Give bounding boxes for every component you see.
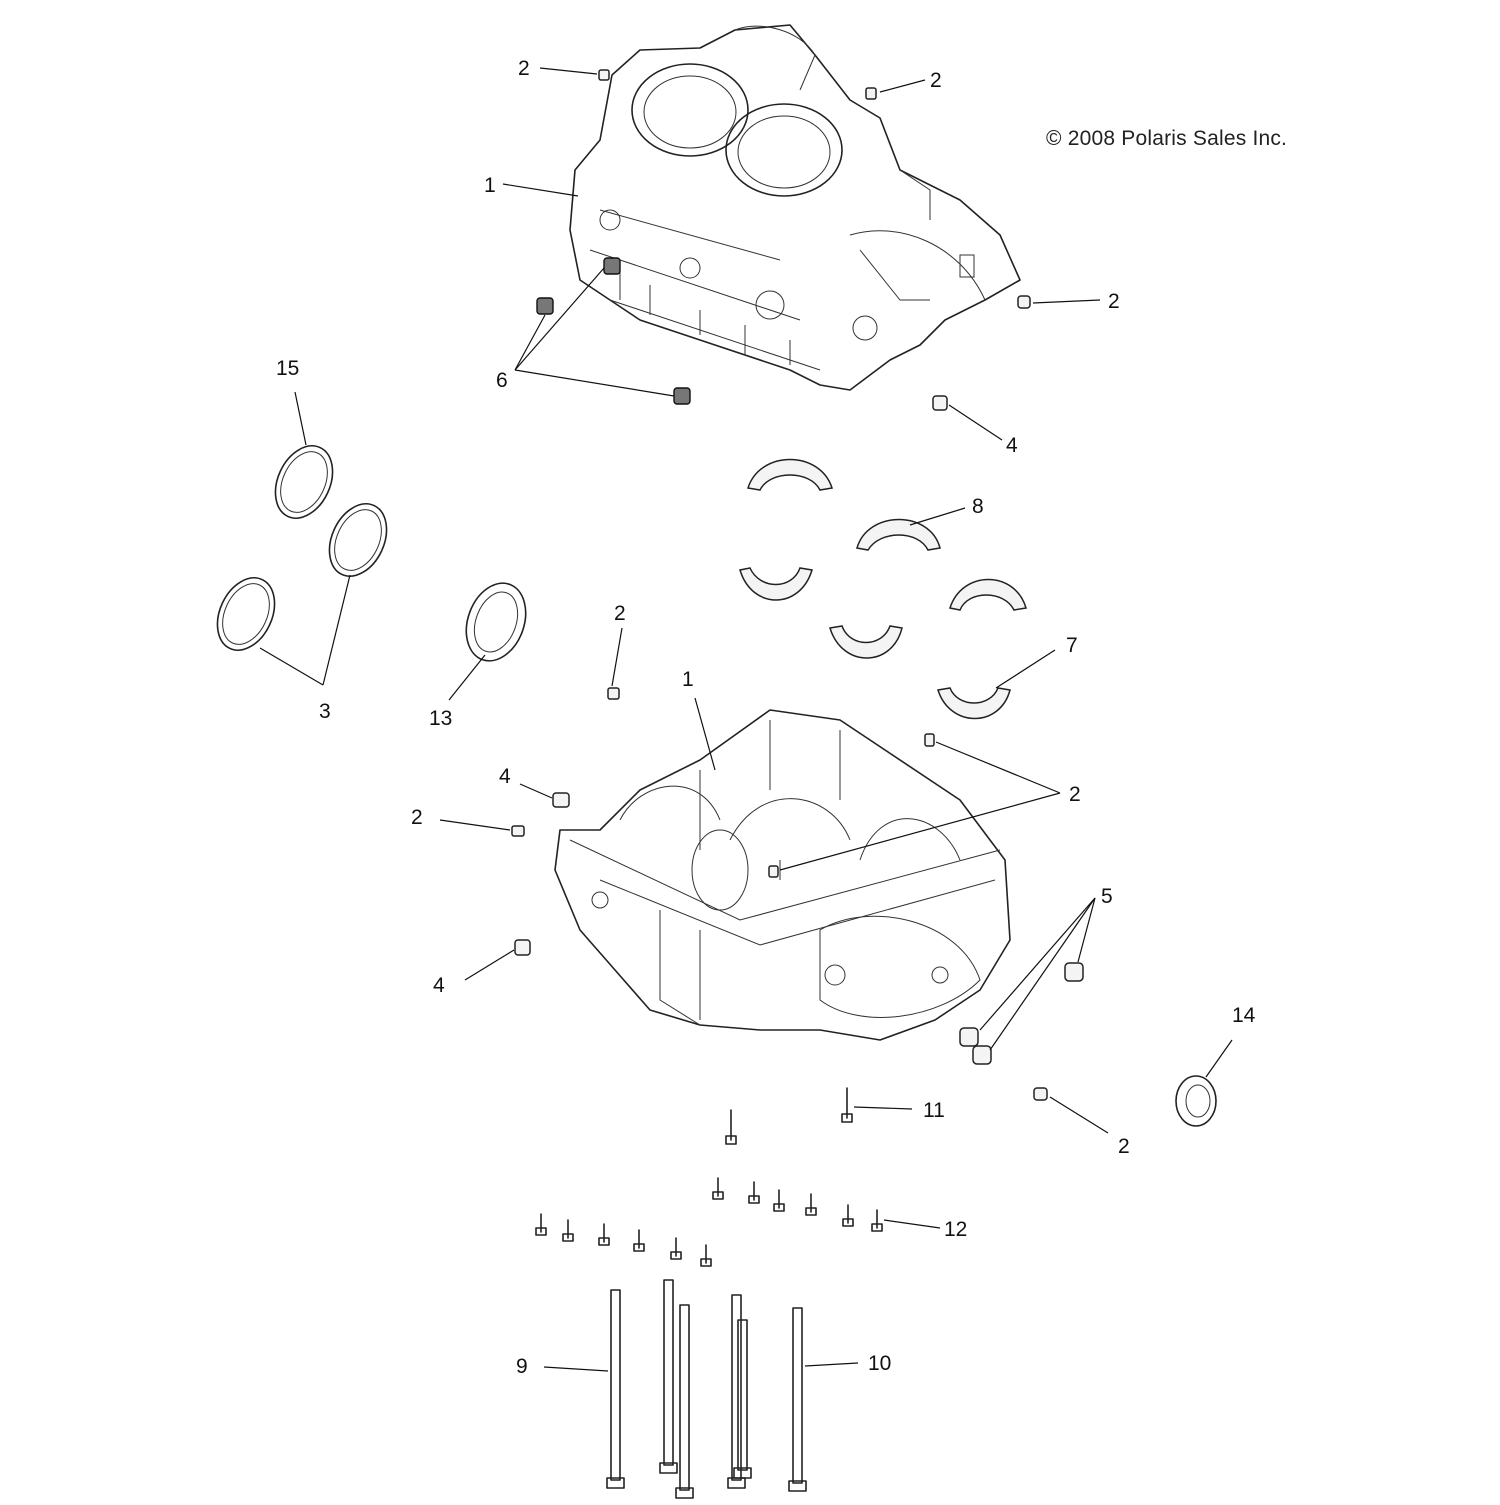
callout-1-lower: 1	[682, 668, 694, 691]
bearing-shells	[739, 458, 1027, 720]
callout-10: 10	[868, 1352, 891, 1375]
callout-2-right: 2	[1108, 290, 1120, 313]
callout-8: 8	[972, 495, 984, 518]
callout-4-left: 4	[499, 765, 511, 788]
callout-14: 14	[1232, 1004, 1256, 1027]
callout-2-top-right: 2	[930, 69, 942, 92]
callout-15: 15	[276, 357, 299, 380]
long-bolts	[606, 1279, 807, 1499]
lower-crankcase	[554, 709, 1011, 1041]
callout-3: 3	[319, 700, 331, 723]
callout-2-top-left: 2	[518, 57, 530, 80]
callout-5: 5	[1101, 885, 1113, 908]
callout-2-center: 2	[614, 602, 626, 625]
callout-13: 13	[429, 707, 452, 730]
callout-7: 7	[1066, 634, 1078, 657]
callout-6: 6	[496, 369, 508, 392]
callout-11: 11	[923, 1099, 945, 1122]
callout-4-upper: 4	[1006, 434, 1018, 457]
callout-9: 9	[516, 1355, 528, 1378]
callout-2-bottom-right: 2	[1118, 1135, 1130, 1158]
leader-lines	[259, 67, 1233, 1372]
callout-2-lower-right: 2	[1069, 783, 1081, 806]
callout-1-upper: 1	[484, 174, 496, 197]
dowel-pins	[511, 69, 1048, 1101]
callout-12: 12	[944, 1218, 967, 1241]
callout-2-left: 2	[411, 806, 423, 829]
upper-crankcase	[569, 24, 1021, 391]
short-bolts	[535, 1087, 883, 1267]
callout-numbers: 2 2 1 2 6 4 15 8 3 13 2 7 1 4 2 2 4 5 14…	[276, 57, 1256, 1378]
bushings	[514, 257, 1084, 1065]
callout-4-lower: 4	[433, 974, 445, 997]
seals-and-rings	[216, 445, 1217, 1127]
copyright-notice: © 2008 Polaris Sales Inc.	[1046, 127, 1288, 150]
